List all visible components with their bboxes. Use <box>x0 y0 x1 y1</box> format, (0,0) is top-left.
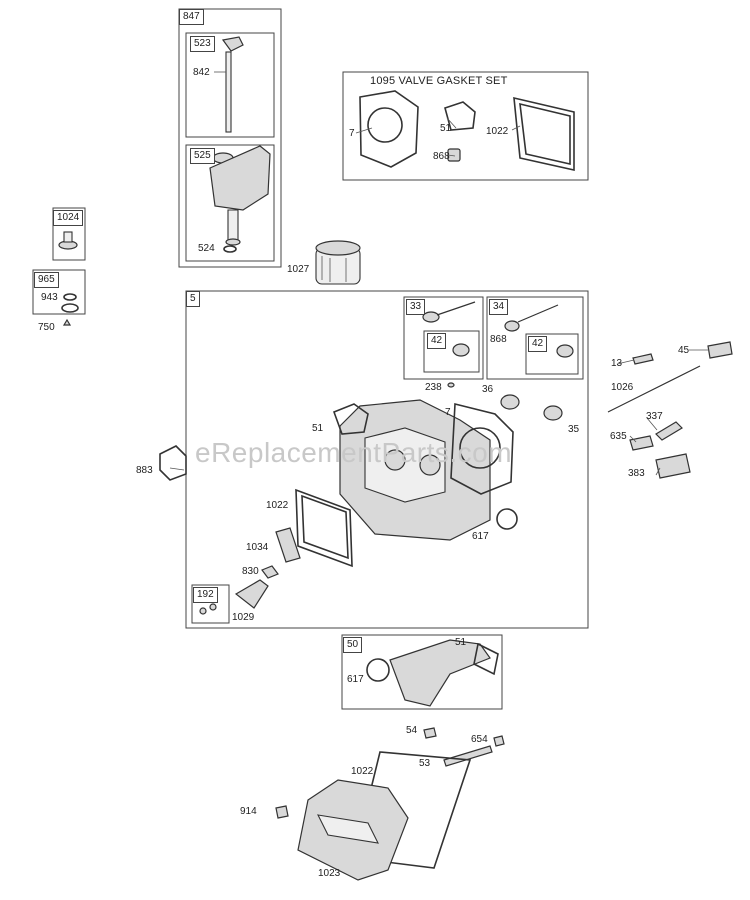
label-35: 35 <box>568 424 580 435</box>
frame-50 <box>341 634 503 710</box>
screw-830 <box>261 565 279 579</box>
label-943: 943 <box>41 292 58 303</box>
frame-192 <box>191 584 230 624</box>
frame-525 <box>185 144 275 262</box>
frame-33 <box>403 296 484 380</box>
springs <box>447 382 563 421</box>
label-gasket-7: 7 <box>349 128 355 139</box>
label-gasket-51: 51 <box>440 123 452 134</box>
assembly-42a-label: 42 <box>427 333 447 349</box>
assembly-33-label: 33 <box>406 299 426 315</box>
label-cover-1022: 1022 <box>351 766 374 777</box>
valve-cover-1023 <box>297 779 409 881</box>
assembly-847-label: 847 <box>179 9 204 25</box>
label-13: 13 <box>611 358 623 369</box>
rocker-parts <box>607 341 733 479</box>
intake-manifold-50 <box>366 639 499 707</box>
label-manifold-617: 617 <box>347 674 364 685</box>
frame-965 <box>32 269 86 315</box>
label-head-617: 617 <box>472 531 489 542</box>
label-635: 635 <box>610 431 627 442</box>
nut-654 <box>493 735 505 747</box>
label-53: 53 <box>419 758 431 769</box>
label-valve-868: 868 <box>490 334 507 345</box>
assembly-5-label: 5 <box>186 291 200 307</box>
assembly-1024-label: 1024 <box>53 210 84 226</box>
frame-42a <box>423 330 480 373</box>
valve-33 <box>422 301 476 323</box>
label-842: 842 <box>193 67 210 78</box>
assembly-50-label: 50 <box>343 637 363 653</box>
screw-54 <box>423 727 437 739</box>
frame-847 <box>178 8 282 268</box>
frame-523 <box>185 32 275 138</box>
label-head-51: 51 <box>312 423 324 434</box>
parts-192 <box>199 603 217 615</box>
kit-965-parts <box>61 293 79 326</box>
label-1029: 1029 <box>232 612 255 623</box>
oil-fill-tube-525 <box>209 145 271 253</box>
label-383: 383 <box>628 468 645 479</box>
frame-34 <box>486 296 584 380</box>
label-54: 54 <box>406 725 418 736</box>
gasket-set-title: 1095 VALVE GASKET SET <box>370 75 508 87</box>
seal-42b <box>556 344 574 358</box>
screw-914 <box>275 805 289 819</box>
stud-53 <box>443 745 493 767</box>
label-337: 337 <box>646 411 663 422</box>
dipstick-523 <box>214 36 244 133</box>
label-36: 36 <box>482 384 494 395</box>
seal-42a <box>452 343 470 357</box>
oring-617-head <box>496 508 518 530</box>
assembly-523-label: 523 <box>190 36 215 52</box>
frame-42b <box>525 333 579 375</box>
label-manifold-51: 51 <box>455 637 467 648</box>
guide-1029 <box>234 579 269 609</box>
label-1023: 1023 <box>318 868 341 879</box>
label-524: 524 <box>198 243 215 254</box>
label-654: 654 <box>471 734 488 745</box>
label-gasket-1022: 1022 <box>486 126 509 137</box>
assembly-42b-label: 42 <box>528 336 548 352</box>
label-gasket-868: 868 <box>433 151 450 162</box>
bracket-1034 <box>275 527 301 563</box>
valve-34 <box>504 304 559 332</box>
frame-1024 <box>52 207 86 261</box>
gasket-1022-head <box>295 488 353 568</box>
label-883: 883 <box>136 465 153 476</box>
gasket-51 <box>332 403 369 435</box>
assembly-525-label: 525 <box>190 148 215 164</box>
label-1026: 1026 <box>611 382 634 393</box>
label-238: 238 <box>425 382 442 393</box>
gasket-set-1095 <box>359 90 575 171</box>
frame-1095 <box>342 71 589 181</box>
oil-filter-1027 <box>315 240 361 285</box>
assembly-965-label: 965 <box>34 272 59 288</box>
label-750: 750 <box>38 322 55 333</box>
label-45: 45 <box>678 345 690 356</box>
label-1027: 1027 <box>287 264 310 275</box>
cylinder-head <box>339 399 491 541</box>
label-head-gasket-7: 7 <box>445 407 451 418</box>
label-1034: 1034 <box>246 542 269 553</box>
assembly-34-label: 34 <box>489 299 509 315</box>
kit-1024-part <box>58 231 78 250</box>
head-gasket-7 <box>450 402 514 495</box>
label-830: 830 <box>242 566 259 577</box>
gasket-883 <box>159 445 187 481</box>
label-914: 914 <box>240 806 257 817</box>
assembly-192-label: 192 <box>193 587 218 603</box>
label-head-1022: 1022 <box>266 500 289 511</box>
